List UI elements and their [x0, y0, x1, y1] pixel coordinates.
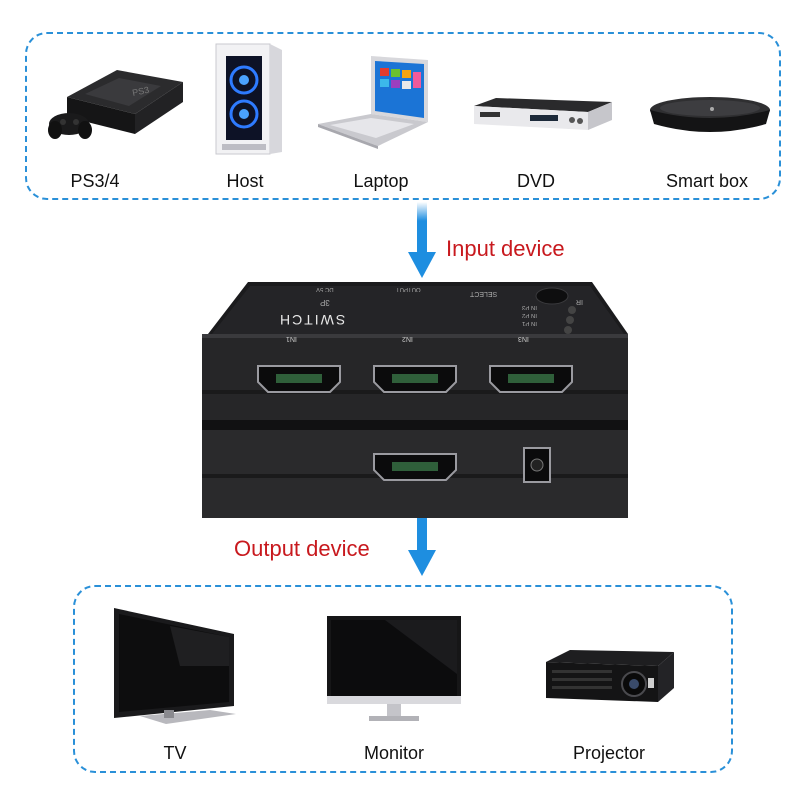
svg-text:PS3: PS3	[131, 85, 150, 98]
host-pc-device	[212, 40, 284, 158]
pc-tower-icon	[215, 43, 282, 155]
led-label: IN P1	[522, 320, 538, 326]
projector-icon	[546, 650, 674, 702]
output-arrow	[404, 500, 440, 580]
laptop-device	[316, 52, 432, 150]
hdmi-switch-illustration	[202, 282, 628, 518]
tv-icon	[114, 608, 236, 724]
led-label: IN P2	[522, 312, 538, 318]
laptop-icon	[318, 56, 428, 149]
dvd-player-icon	[474, 98, 612, 130]
input-devices-panel	[25, 32, 781, 200]
dvd-player-device	[470, 96, 614, 134]
output-device-label: Projector	[572, 743, 646, 763]
port-label-in2: IN2	[402, 335, 413, 342]
game-console-icon: PS3	[48, 70, 183, 139]
output-device-label: Monitor	[363, 743, 425, 763]
input-device-label-flow: Input device	[446, 236, 565, 261]
input-device-label: Host	[226, 171, 264, 191]
set-top-box-icon	[650, 97, 770, 132]
output-device-label: TV	[163, 743, 187, 763]
input-device-label: Smart box	[665, 171, 749, 191]
port-label-in1: IN1	[286, 335, 297, 342]
switch-model: 3P	[320, 298, 330, 307]
ir-label: IR	[576, 298, 583, 305]
tv-device	[110, 606, 240, 726]
switch-name: SWITCH	[278, 312, 346, 328]
output-devices-panel	[73, 585, 733, 773]
power-top-label: DC 5V	[316, 286, 334, 292]
input-device-label: PS3/4	[70, 171, 120, 191]
monitor-icon	[327, 616, 461, 721]
output-device-label-flow: Output device	[234, 536, 370, 561]
led-label: IN P3	[522, 304, 538, 310]
projector-device	[540, 644, 680, 708]
port-label-in3: IN3	[518, 335, 529, 342]
input-device-label: Laptop	[353, 171, 409, 191]
ps-console-device: PS3	[45, 62, 185, 152]
down-arrow-icon	[408, 500, 436, 576]
output-port-top-label: OUTPUT	[396, 286, 421, 292]
input-arrow	[404, 202, 440, 282]
down-arrow-icon	[408, 202, 436, 278]
select-label: SELECT	[470, 290, 498, 297]
monitor-device	[325, 614, 463, 724]
hdmi-switch: SWITCH 3P SELECT OUTPUT DC 5V IR IN P1 I…	[200, 278, 630, 520]
smart-box-device	[648, 94, 772, 138]
input-device-label: DVD	[516, 171, 555, 191]
